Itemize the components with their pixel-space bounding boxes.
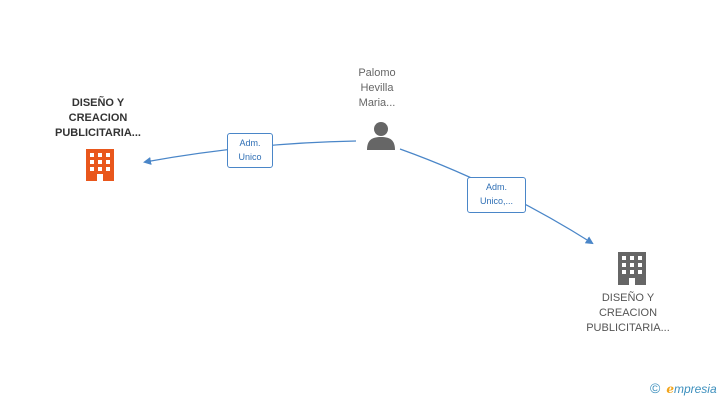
person-label-line: Palomo (358, 67, 396, 79)
edge-label-line: Unico (238, 152, 262, 162)
edge-label-line: Adm. (485, 182, 507, 192)
person-icon[interactable] (367, 122, 395, 150)
person-label-line: Hevilla (360, 82, 394, 94)
company-label-line: PUBLICITARIA... (55, 127, 141, 139)
brand-name: mpresia (673, 382, 717, 396)
brand-logo: © empresia (650, 380, 717, 398)
building-icon[interactable] (86, 149, 114, 181)
edge-label-line: Adm. (239, 138, 261, 148)
company-label-line: CREACION (598, 307, 658, 319)
brand-initial: e (666, 382, 674, 396)
building-icon[interactable] (618, 252, 646, 285)
edge-label-box[interactable]: Adm. Unico,... (467, 177, 526, 213)
person-label-line: Maria... (358, 97, 396, 109)
edge-label-box[interactable]: Adm. Unico (227, 133, 273, 168)
company-label-line: DISEÑO Y (601, 292, 655, 304)
company-node-label[interactable]: DISEÑO Y CREACION PUBLICITARIA... (38, 96, 158, 141)
company-label-line: CREACION (68, 112, 128, 124)
company-label-line: PUBLICITARIA... (586, 322, 670, 334)
person-node-label[interactable]: Palomo Hevilla Maria... (337, 66, 417, 111)
copyright-icon: © (650, 380, 661, 396)
company-label-line: DISEÑO Y (71, 97, 125, 109)
edge-label-line: Unico,... (479, 196, 513, 206)
company-node-label[interactable]: DISEÑO Y CREACION PUBLICITARIA... (568, 291, 688, 336)
